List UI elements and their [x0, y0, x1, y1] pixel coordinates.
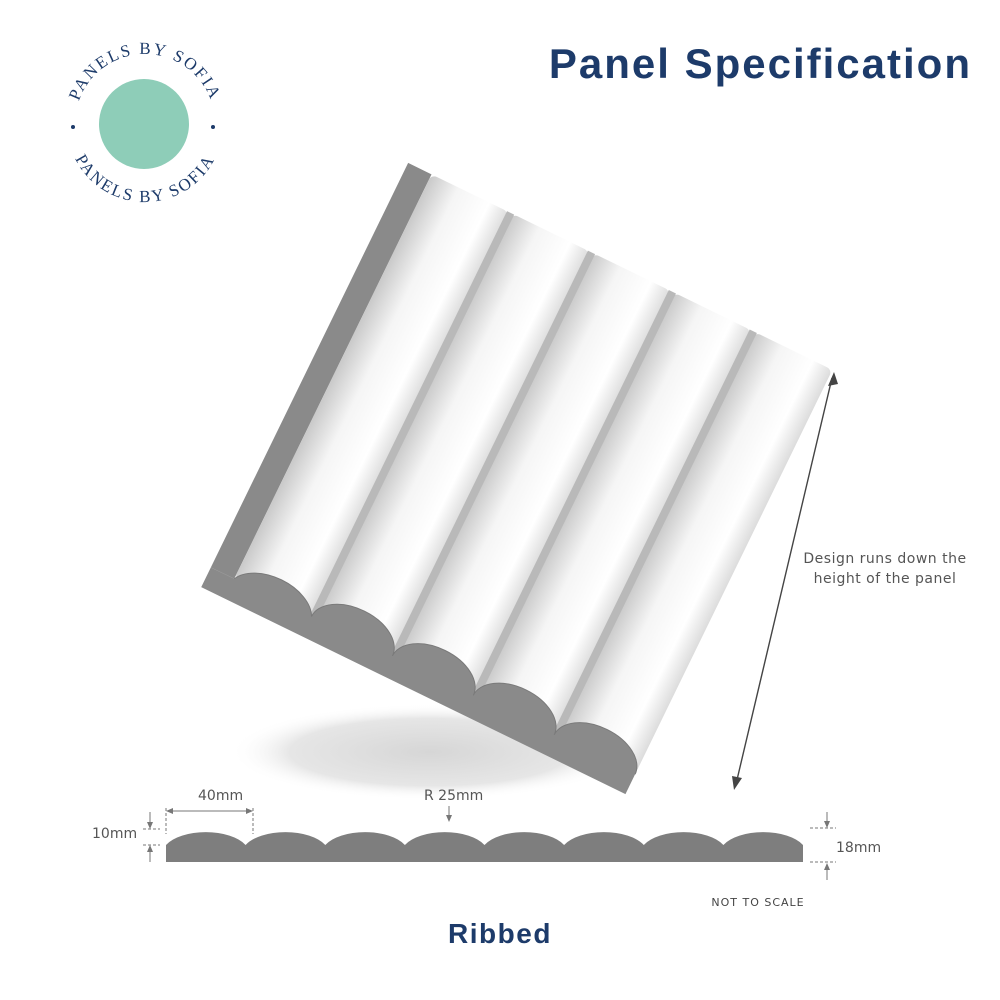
- logo-dot-right: [211, 125, 215, 129]
- profile-caption: Ribbed: [448, 918, 552, 949]
- logo-dot-left: [71, 125, 75, 129]
- page-title: Panel Specification: [548, 40, 972, 87]
- radius-label: R 25mm: [424, 788, 484, 804]
- height-annotation-line2: height of the panel: [813, 571, 957, 587]
- logo-text-bottom: PANELS BY SOFIA: [71, 151, 218, 206]
- profile-shape: [166, 832, 803, 862]
- total-thickness-label: 18mm: [836, 840, 882, 856]
- panel-end-profile: [201, 567, 637, 795]
- panel-shadow: [230, 704, 630, 800]
- logo-circle: [99, 79, 189, 169]
- logo-text-top: PANELS BY SOFIA: [65, 39, 225, 103]
- scale-note: NOT TO SCALE: [711, 896, 805, 909]
- height-annotation-line1: Design runs down the: [803, 551, 967, 567]
- base-thickness-label: 10mm: [92, 826, 138, 842]
- panel-side: [210, 162, 432, 579]
- height-annotation: Design runs down the height of the panel: [790, 549, 980, 589]
- flute-width-label: 40mm: [198, 788, 244, 804]
